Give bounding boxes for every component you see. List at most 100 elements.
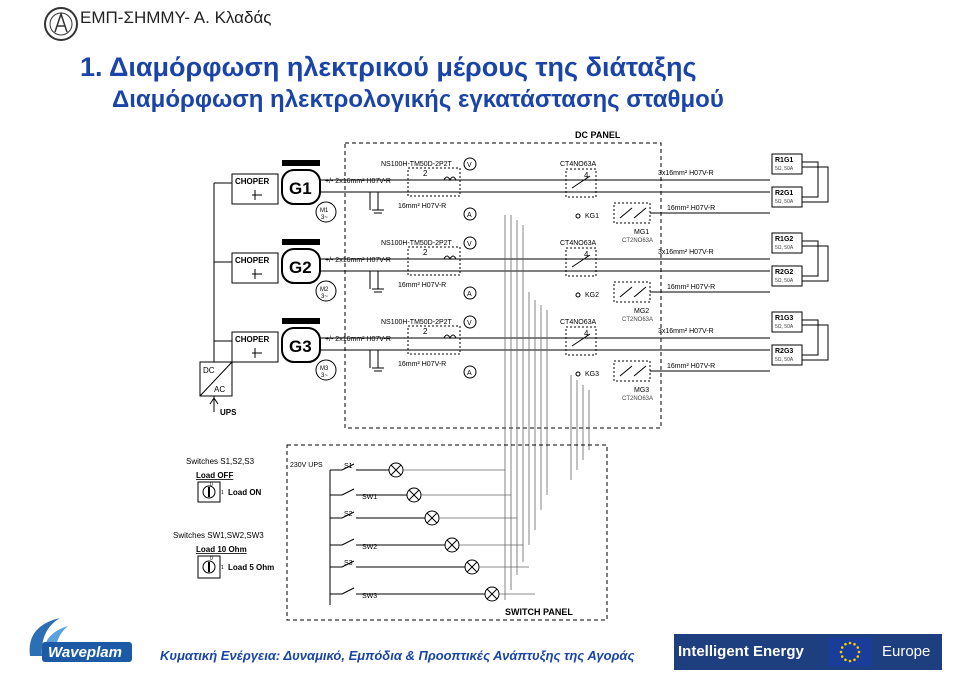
- svg-text:SW1: SW1: [362, 494, 377, 501]
- svg-text:KG1: KG1: [585, 213, 599, 220]
- svg-text:4: 4: [584, 171, 589, 180]
- contactor-box: [565, 168, 597, 198]
- svg-text:MG2: MG2: [634, 308, 649, 315]
- svg-text:R2G2: R2G2: [775, 269, 793, 276]
- svg-text:R2G3: R2G3: [775, 348, 793, 355]
- dc-panel-label: DC PANEL: [575, 130, 621, 140]
- dc-ac-converter: DC AC: [199, 361, 233, 397]
- contactor-box: [565, 247, 597, 277]
- resistor-r1g2: [771, 232, 803, 254]
- switch-sw1: SW1: [330, 487, 511, 503]
- svg-text:NS100H-TM50D-2P2T: NS100H-TM50D-2P2T: [381, 319, 453, 326]
- svg-text:CT2NO63A: CT2NO63A: [622, 317, 653, 323]
- ups-230-label: 230V UPS: [290, 462, 323, 469]
- switches-sw-title: Switches SW1,SW2,SW3: [173, 531, 264, 540]
- svg-text:CHOPER: CHOPER: [235, 335, 269, 344]
- switch-sw3: SW3: [330, 586, 535, 602]
- svg-text:3~: 3~: [321, 294, 328, 300]
- university-seal-icon: [44, 7, 78, 41]
- breaker-box: [407, 167, 461, 197]
- svg-text:MG3: MG3: [634, 387, 649, 394]
- svg-text:16mm² H07V-R: 16mm² H07V-R: [667, 284, 715, 291]
- svg-text:5Ω, 50A: 5Ω, 50A: [775, 199, 794, 205]
- svg-text:4: 4: [584, 250, 589, 259]
- svg-text:R1G3: R1G3: [775, 315, 793, 322]
- ammeter-icon: [463, 286, 477, 300]
- svg-text:KG3: KG3: [585, 371, 599, 378]
- svg-text:R2G1: R2G1: [775, 190, 793, 197]
- generator-bar: [282, 160, 320, 166]
- svg-text:CT2NO63A: CT2NO63A: [622, 396, 653, 402]
- svg-text:G3: G3: [289, 337, 312, 356]
- switch-sw2: SW2: [330, 537, 523, 553]
- svg-text:3x16mm² H07V-R: 3x16mm² H07V-R: [658, 249, 714, 256]
- svg-text:R1G2: R1G2: [775, 236, 793, 243]
- switch-panel-label: SWITCH PANEL: [505, 607, 573, 617]
- page-subtitle: Διαμόρφωση ηλεκτρολογικής εγκατάστασης σ…: [112, 86, 724, 113]
- svg-text:1: 1: [221, 490, 224, 496]
- eu-flag-icon: [828, 637, 872, 667]
- svg-text:S2: S2: [344, 511, 353, 518]
- generator-1: [281, 169, 321, 205]
- svg-text:+/- 2x16mm² H07V-R: +/- 2x16mm² H07V-R: [325, 257, 391, 264]
- switch-s3: S3: [330, 559, 529, 575]
- svg-text:16mm² H07V-R: 16mm² H07V-R: [667, 363, 715, 370]
- svg-text:Load ON: Load ON: [228, 488, 262, 497]
- svg-text:V: V: [467, 320, 472, 327]
- generator-3: [281, 327, 321, 363]
- svg-text:DC: DC: [203, 366, 215, 375]
- resistor-r1g1: [771, 153, 803, 175]
- motor-icon: [315, 201, 337, 223]
- svg-text:M1: M1: [320, 208, 329, 214]
- svg-text:M3: M3: [320, 366, 329, 372]
- ammeter-icon: [463, 365, 477, 379]
- svg-text:2: 2: [423, 169, 428, 178]
- svg-text:5Ω, 50A: 5Ω, 50A: [775, 245, 794, 251]
- contactor-box: [565, 326, 597, 356]
- voltmeter-icon: [463, 315, 477, 329]
- intelligent-energy-banner: Intelligent Energy Europe: [674, 634, 942, 670]
- switch-s1: S1: [330, 462, 505, 478]
- svg-text:G1: G1: [289, 179, 312, 198]
- header-org: ΕΜΠ-ΣΗΜΜΥ- Α. Κλαδάς: [80, 8, 272, 27]
- svg-text:5Ω, 50A: 5Ω, 50A: [775, 357, 794, 363]
- svg-text:0: 0: [210, 482, 213, 488]
- svg-text:A: A: [467, 370, 472, 377]
- generator-bar: [282, 239, 320, 245]
- svg-text:3x16mm² H07V-R: 3x16mm² H07V-R: [658, 170, 714, 177]
- svg-text:SW3: SW3: [362, 593, 377, 600]
- ie-label: Intelligent Energy: [678, 643, 804, 660]
- motor-icon: [315, 280, 337, 302]
- svg-text:CHOPER: CHOPER: [235, 256, 269, 265]
- mg-contactor-box: [613, 360, 651, 382]
- switch-panel-border: [286, 444, 608, 621]
- svg-text:+/- 2x16mm² H07V-R: +/- 2x16mm² H07V-R: [325, 178, 391, 185]
- svg-text:NS100H-TM50D-2P2T: NS100H-TM50D-2P2T: [381, 240, 453, 247]
- svg-text:3x16mm² H07V-R: 3x16mm² H07V-R: [658, 328, 714, 335]
- mg-contactor-box: [613, 202, 651, 224]
- europe-label: Europe: [882, 643, 931, 660]
- svg-text:5Ω, 50A: 5Ω, 50A: [775, 324, 794, 330]
- mg-contactor-box: [613, 281, 651, 303]
- svg-text:Load 10 Ohm: Load 10 Ohm: [196, 545, 247, 554]
- switches-s-title: Switches S1,S2,S3: [186, 457, 255, 466]
- svg-text:V: V: [467, 241, 472, 248]
- svg-text:Waveplam: Waveplam: [48, 644, 122, 661]
- waveplam-logo: Waveplam: [29, 618, 132, 662]
- svg-text:CT2NO63A: CT2NO63A: [622, 238, 653, 244]
- footer-text: Κυματική Ενέργεια: Δυναμικό, Εμπόδια & Π…: [160, 648, 635, 663]
- svg-text:5Ω, 50A: 5Ω, 50A: [775, 278, 794, 284]
- svg-text:CT4NO63A: CT4NO63A: [560, 240, 597, 247]
- page-title: 1. Διαμόρφωση ηλεκτρικού μέρους της διάτ…: [80, 52, 697, 82]
- svg-text:16mm² H07V-R: 16mm² H07V-R: [667, 205, 715, 212]
- svg-text:R1G1: R1G1: [775, 157, 793, 164]
- svg-text:Load 5 Ohm: Load 5 Ohm: [228, 563, 274, 572]
- svg-text:AC: AC: [214, 385, 225, 394]
- svg-text:16mm² H07V-R: 16mm² H07V-R: [398, 203, 446, 210]
- dc-panel-border: [344, 142, 662, 429]
- svg-text:CT4NO63A: CT4NO63A: [560, 319, 597, 326]
- svg-text:3~: 3~: [321, 373, 328, 379]
